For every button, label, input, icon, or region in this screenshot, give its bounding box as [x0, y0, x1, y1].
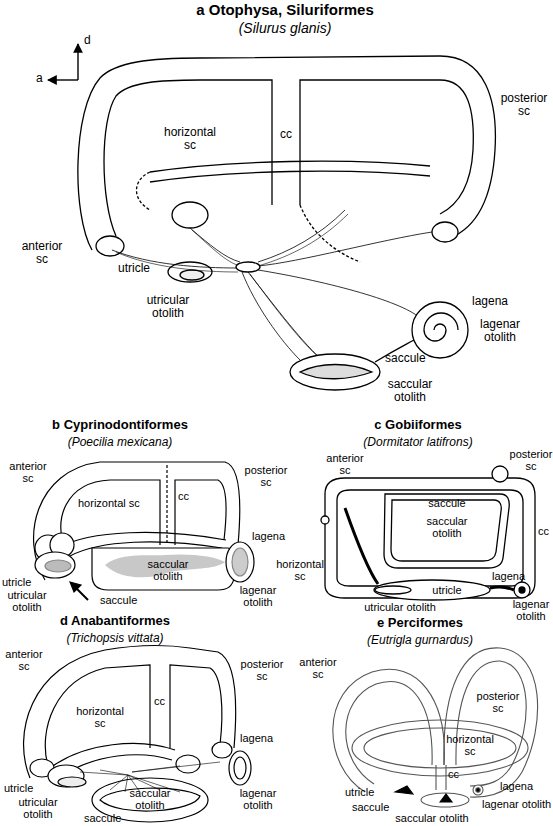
- structure-label: saccular otolith: [145, 558, 191, 583]
- panel-heading: a Otophysa, Siluriformes: [196, 2, 374, 19]
- structure-label: lagena: [240, 732, 273, 744]
- structure-label: cc: [280, 128, 292, 141]
- panel-heading: d Anabantiformes: [60, 614, 170, 629]
- structure-label: posterior sc: [475, 690, 521, 715]
- structure-label: posterior sc: [509, 448, 553, 473]
- inner-ear-e: [333, 648, 538, 807]
- structure-label: utricular otolith: [15, 796, 61, 821]
- species-name: (Trichopsis vittata): [66, 632, 163, 645]
- structure-label: posterior sc: [243, 464, 289, 489]
- structure-label: cc: [154, 695, 165, 707]
- structure-label: anterior sc: [1, 648, 47, 673]
- structure-label: utricle: [118, 262, 150, 275]
- structure-label: saccule: [84, 812, 121, 824]
- structure-label: utricular otolith: [143, 294, 193, 321]
- inner-ear-a: [78, 56, 496, 390]
- structure-label: anterior sc: [295, 656, 341, 681]
- structure-label: lagenar otolith: [475, 318, 525, 345]
- structure-label: horizontal sc: [442, 733, 498, 758]
- panel-heading: c Gobiiformes: [374, 418, 461, 433]
- structure-label: utricle: [345, 786, 374, 798]
- structure-label: cc: [178, 490, 189, 502]
- inner-ear-c: [321, 466, 535, 600]
- structure-label: utricular otolith: [4, 589, 50, 614]
- inner-ear-d: [24, 646, 251, 822]
- structure-label: cc: [538, 525, 549, 537]
- axis-letter: a: [36, 72, 43, 85]
- structure-label: posterior sc: [239, 658, 285, 683]
- structure-label: horizontal sc: [72, 705, 128, 730]
- structure-label: saccule: [385, 352, 426, 365]
- structure-label: lagenar otolith: [235, 584, 281, 609]
- structure-label: saccule: [352, 801, 389, 813]
- structure-label: horizontal sc: [78, 497, 140, 509]
- structure-label: lagenar otolith: [509, 598, 553, 623]
- species-name: (Dormitator latifrons): [363, 436, 472, 449]
- structure-label: lagena: [492, 570, 525, 582]
- structure-label: utricle: [432, 584, 461, 596]
- structure-label: utricular otolith: [364, 601, 436, 613]
- structure-label: utricle: [4, 782, 33, 794]
- structure-label: saccular otolith: [385, 378, 435, 405]
- structure-label: horizontal sc: [162, 126, 218, 153]
- structure-label: anterior sc: [17, 240, 67, 267]
- structure-label: lagena: [500, 780, 533, 792]
- structure-label: saccule: [100, 594, 137, 606]
- orientation-axes: [48, 44, 78, 80]
- species-name: (Eutrigla gurnardus): [367, 634, 473, 647]
- structure-label: anterior sc: [5, 460, 51, 485]
- structure-label: saccule: [428, 497, 465, 509]
- structure-label: lagena: [472, 295, 508, 308]
- structure-label: saccular otolith: [395, 812, 468, 824]
- structure-label: saccular otolith: [127, 787, 173, 812]
- structure-label: lagenar otolith: [235, 787, 281, 812]
- structure-label: saccular otolith: [424, 515, 470, 540]
- structure-label: lagena: [252, 530, 285, 542]
- panel-heading: b Cyprinodontiformes: [52, 418, 188, 433]
- panel-heading: e Perciformes: [377, 616, 463, 631]
- species-name: (Silurus glanis): [239, 21, 332, 37]
- structure-label: lagenar otolith: [482, 798, 551, 810]
- species-name: (Poecilia mexicana): [68, 436, 173, 449]
- structure-label: posterior sc: [499, 92, 549, 119]
- structure-label: utricle: [2, 576, 31, 588]
- structure-label: horizontal sc: [274, 558, 326, 583]
- axis-letter: d: [84, 34, 91, 47]
- structure-label: cc: [448, 768, 459, 780]
- structure-label: anterior sc: [322, 452, 368, 477]
- inner-ear-b: [34, 462, 254, 600]
